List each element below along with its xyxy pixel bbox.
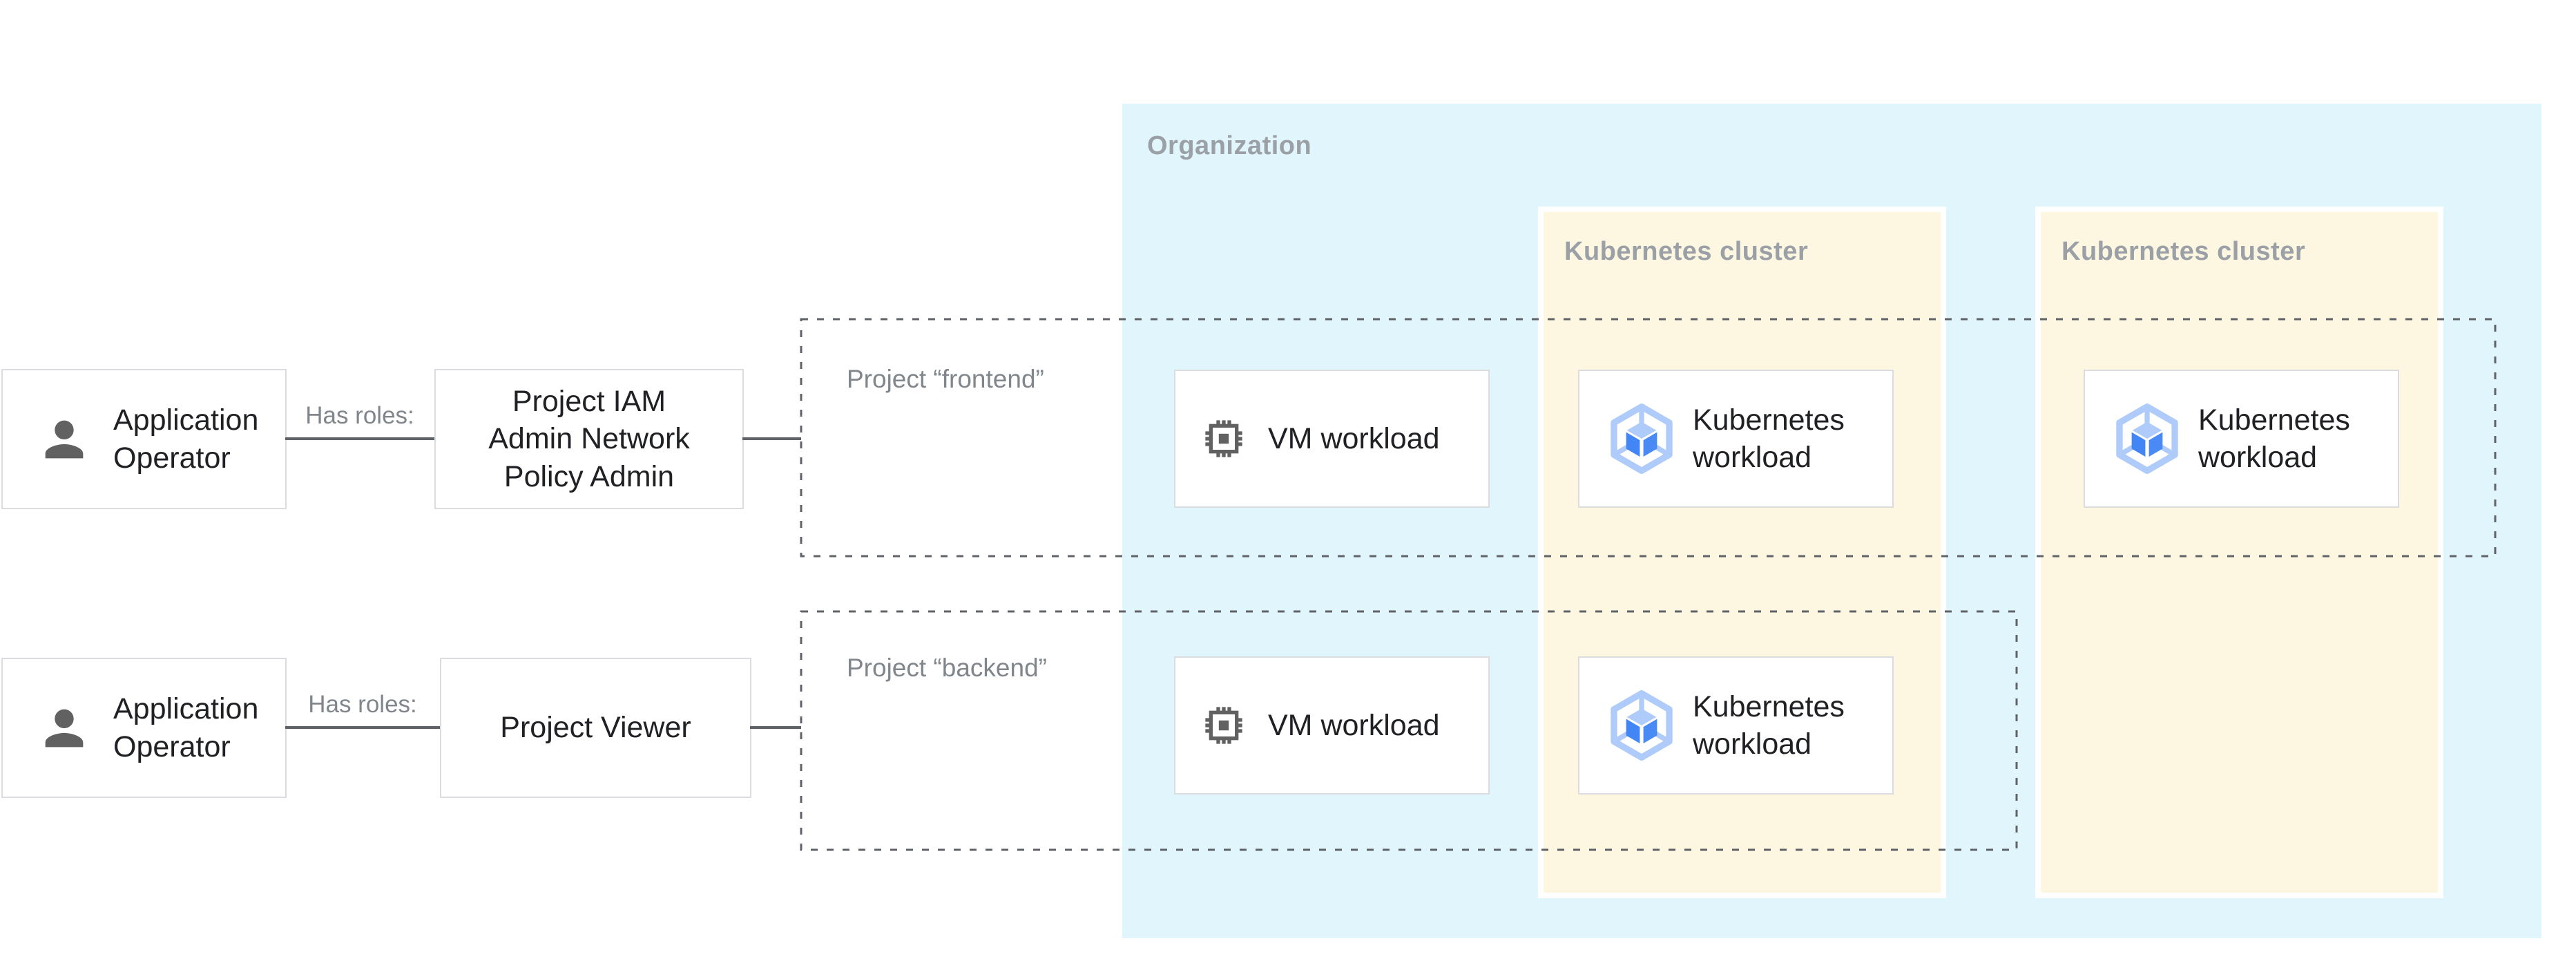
kubernetes-cluster-2: Kubernetes cluster — [2035, 207, 2443, 898]
kubernetes-workload-label: Kubernetes workload — [1693, 690, 1845, 761]
role-card-project-viewer: Project Viewer — [440, 658, 751, 798]
person-icon — [36, 700, 93, 757]
project-frontend-label: Project “frontend” — [847, 365, 1044, 393]
gke-hexagon-icon — [1606, 403, 1678, 475]
vm-workload-card-frontend: VM workload — [1174, 370, 1490, 508]
vm-workload-label: VM workload — [1268, 708, 1440, 742]
edge-viewer-to-backend-project — [750, 726, 801, 729]
role-label: Project Viewer — [500, 711, 691, 745]
project-backend-label: Project “backend” — [847, 654, 1047, 682]
kubernetes-workload-label: Kubernetes workload — [2198, 403, 2350, 474]
has-roles-edge-1 — [285, 437, 434, 440]
has-roles-edge-2 — [285, 726, 440, 729]
kubernetes-workload-card-backend-cluster1: Kubernetes workload — [1578, 656, 1894, 795]
vm-workload-label: VM workload — [1268, 421, 1440, 455]
kubernetes-workload-label: Kubernetes workload — [1693, 403, 1845, 474]
application-operator-card-2: Application Operator — [1, 658, 287, 798]
has-roles-label-1: Has roles: — [305, 402, 414, 429]
kubernetes-workload-card-frontend-cluster2: Kubernetes workload — [2084, 370, 2399, 508]
role-label: Project IAM Admin Network Policy Admin — [488, 385, 690, 493]
application-operator-label: Application Operator — [113, 403, 259, 475]
vm-workload-card-backend: VM workload — [1174, 656, 1490, 795]
organization-label: Organization — [1147, 131, 1312, 160]
cluster-label: Kubernetes cluster — [1564, 237, 1809, 266]
edge-role-to-frontend-project — [742, 437, 801, 440]
gke-hexagon-icon — [2111, 403, 2183, 475]
person-icon — [36, 411, 93, 468]
application-operator-label: Application Operator — [113, 692, 259, 763]
chip-icon — [1202, 417, 1246, 461]
role-card-project-iam-admin: Project IAM Admin Network Policy Admin — [434, 369, 744, 509]
has-roles-label-2: Has roles: — [308, 691, 417, 718]
gke-hexagon-icon — [1606, 690, 1678, 761]
cluster-label: Kubernetes cluster — [2061, 237, 2306, 266]
application-operator-card-1: Application Operator — [1, 369, 287, 509]
kubernetes-workload-card-frontend-cluster1: Kubernetes workload — [1578, 370, 1894, 508]
chip-icon — [1202, 703, 1246, 748]
